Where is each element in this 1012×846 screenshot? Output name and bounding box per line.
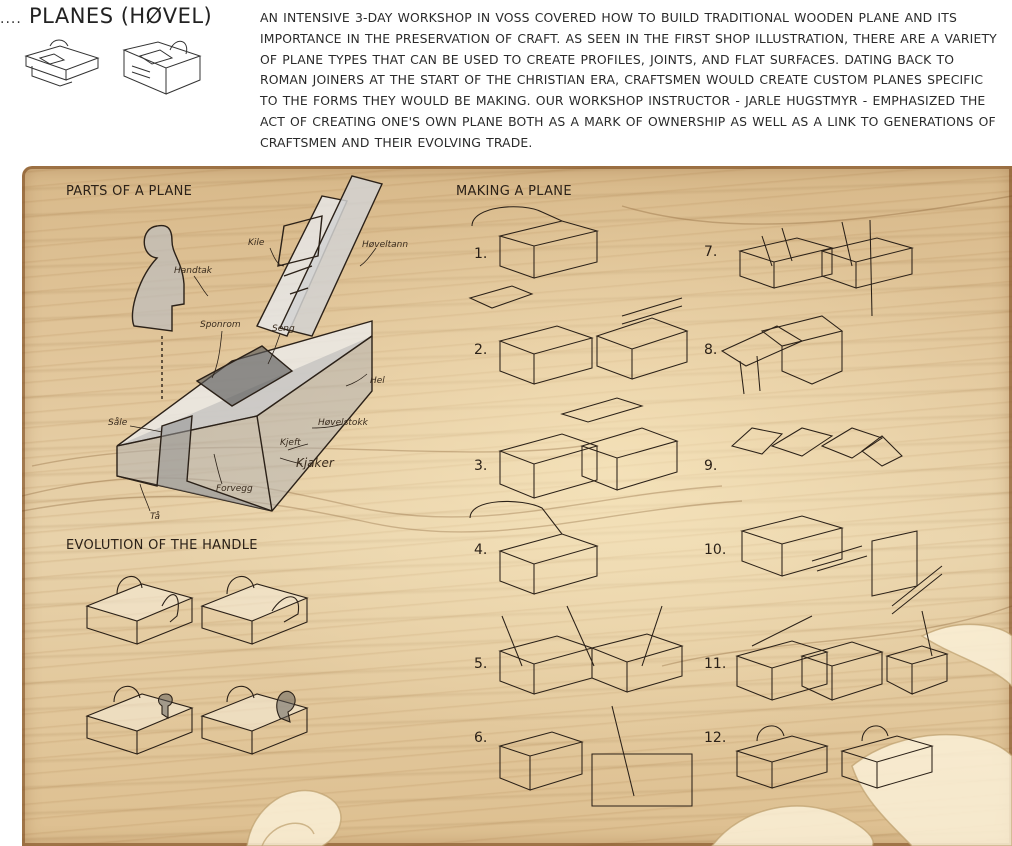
step-number-3: 3. [474, 458, 488, 474]
label-hel: Hel [370, 376, 385, 386]
title-text: Planes (Høvel) [29, 4, 213, 28]
evolution-title: Evolution of the handle [66, 538, 258, 553]
step-number-11: 11. [704, 656, 727, 672]
step-number-2: 2. [474, 342, 488, 358]
label-kile: Kile [248, 238, 265, 248]
label-handtak: Handtak [174, 266, 212, 276]
making-steps-drawings [468, 206, 949, 807]
step-number-1: 1. [474, 246, 488, 262]
step-number-8: 8. [704, 342, 718, 358]
page-title: .... Planes (Høvel) [0, 4, 212, 28]
step-number-4: 4. [474, 542, 488, 558]
label-seng: Seng [272, 324, 295, 334]
wood-board: Parts of a Plane Making a Plane Evolutio… [22, 166, 1012, 846]
step-number-7: 7. [704, 244, 718, 260]
step-number-10: 10. [704, 542, 727, 558]
label-sponrom: Sponrom [200, 320, 241, 330]
title-dots: .... [0, 11, 22, 27]
intro-paragraph: An intensive 3-day workshop in Voss cove… [260, 10, 997, 150]
step-number-6: 6. [474, 730, 488, 746]
plane-types-illustration [24, 39, 202, 95]
label-sale: Såle [108, 418, 128, 428]
board-drawings [22, 175, 1012, 846]
step-number-5: 5. [474, 656, 488, 672]
label-hovelstokk: Høvelstokk [318, 418, 368, 428]
making-title: Making a Plane [456, 184, 572, 199]
label-ta: Tå [150, 512, 161, 522]
parts-title: Parts of a Plane [66, 184, 193, 199]
main-plane-diagram [116, 175, 383, 512]
label-kjaker: Kjaker [296, 456, 334, 470]
step-number-9: 9. [704, 458, 718, 474]
step-number-12: 12. [704, 730, 727, 746]
label-forvegg: Forvegg [216, 484, 253, 494]
label-kjeft: Kjeft [280, 438, 301, 448]
label-hoveltann: Høveltann [362, 240, 409, 250]
handle-evolution-drawings [85, 576, 309, 755]
